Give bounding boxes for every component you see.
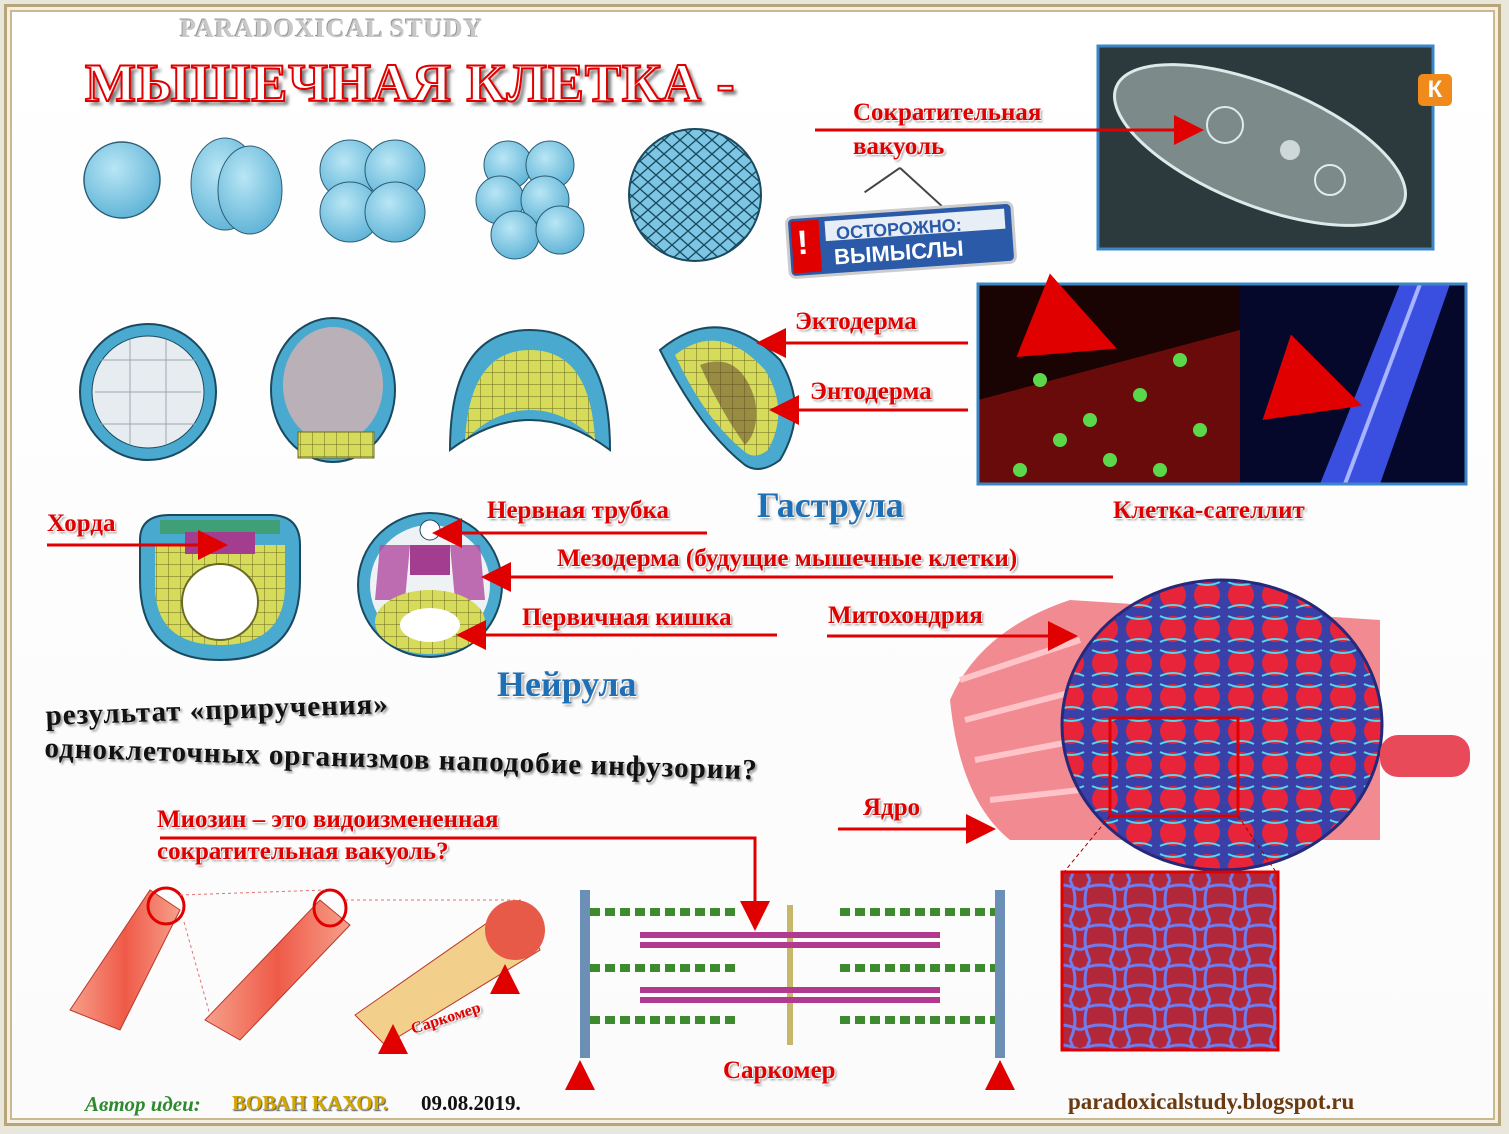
four-cell-stage bbox=[319, 139, 426, 243]
mesoderm-label: Мезодерма (будущие мышечные клетки) bbox=[557, 545, 1018, 572]
paramecium-micrograph bbox=[1096, 44, 1435, 251]
logo-badge bbox=[1418, 74, 1452, 106]
gastrulation-row bbox=[79, 317, 796, 470]
neural-tube-label: Нервная трубка bbox=[487, 497, 669, 524]
contractile-vacuole-label: Сократительная вакуоль bbox=[853, 99, 1042, 160]
early-gastrula bbox=[270, 317, 396, 463]
logo-letter: К bbox=[1427, 76, 1443, 103]
neurula-label: Нейрула bbox=[497, 664, 637, 704]
sarcomere-label: Саркомер bbox=[723, 1057, 836, 1084]
gastrula-label: Гаструла bbox=[757, 485, 904, 525]
page-title: МЫШЕЧНАЯ КЛЕТКА - bbox=[84, 52, 736, 114]
site-url[interactable]: paradoxicalstudy.blogspot.ru bbox=[1068, 1089, 1355, 1114]
nucleus-label: Ядро bbox=[863, 794, 921, 821]
label-arrows bbox=[47, 115, 1204, 931]
neurula-section-1 bbox=[139, 514, 301, 662]
myosin-note: Миозин – это видоизмененная сократительн… bbox=[157, 806, 499, 865]
cleavage-row bbox=[83, 128, 762, 262]
author-label: Автор идеи: bbox=[85, 1092, 201, 1116]
two-cell-stage bbox=[190, 137, 283, 235]
chorda-label: Хорда bbox=[47, 510, 116, 537]
author-date: 09.08.2019. bbox=[421, 1091, 521, 1115]
sarcomere-diagram bbox=[565, 890, 1015, 1090]
zygote bbox=[83, 141, 161, 219]
neurula-row bbox=[139, 512, 503, 662]
satellite-cell-label: Клетка-сателлит bbox=[1113, 497, 1305, 524]
mitochondria-label: Митохондрия bbox=[828, 602, 983, 629]
muscle-fibre-bundle bbox=[950, 578, 1470, 1052]
late-gastrula bbox=[658, 326, 796, 470]
satellite-micrographs bbox=[976, 273, 1468, 486]
warning-sign bbox=[785, 167, 1017, 279]
eight-cell-stage bbox=[475, 140, 585, 260]
ectoderm-label: Эктодерма bbox=[795, 308, 917, 335]
author-name: ВОВАН КАХОР. bbox=[232, 1091, 389, 1115]
muscle-hierarchy bbox=[69, 886, 545, 1054]
primary-gut-label: Первичная кишка bbox=[522, 604, 732, 631]
brand-kicker: PARADOXICAL STUDY bbox=[180, 14, 484, 43]
mid-gastrula bbox=[448, 328, 612, 452]
morula bbox=[628, 128, 762, 262]
entoderm-label: Энтодерма bbox=[810, 378, 932, 405]
